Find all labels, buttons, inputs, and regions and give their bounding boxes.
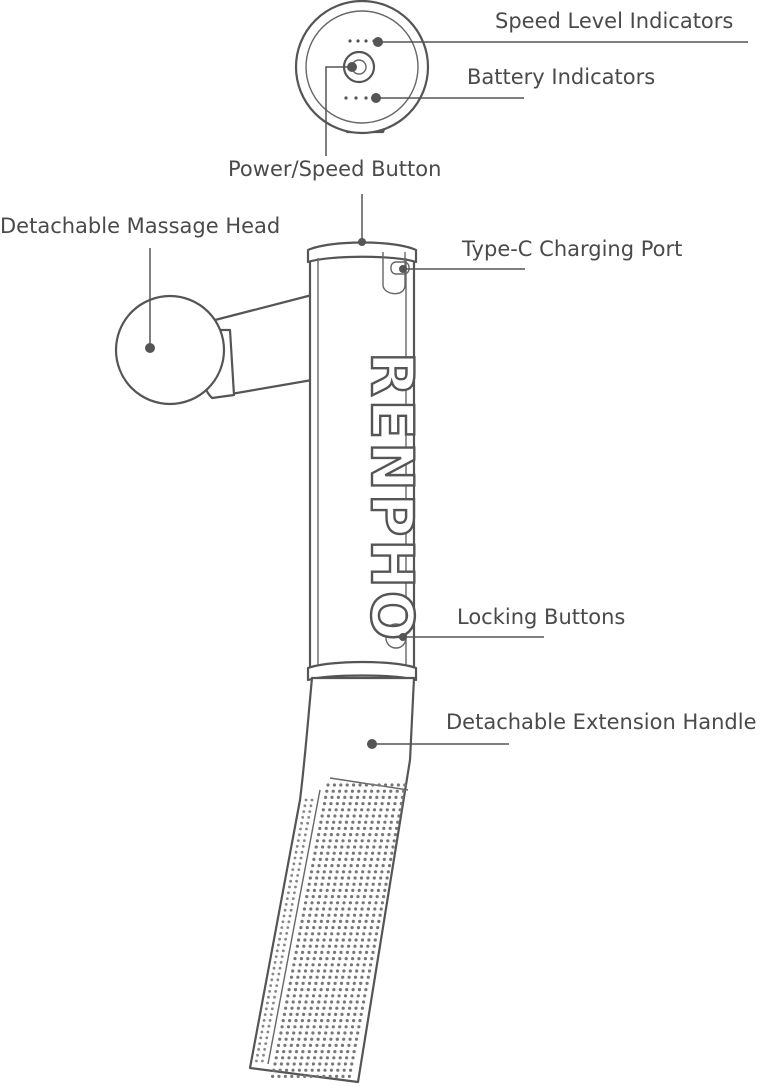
callout-detachable-massage-head: Detachable Massage Head [0, 214, 280, 353]
detachable-massage-head[interactable] [114, 293, 314, 406]
label-locking-buttons: Locking Buttons [457, 605, 625, 629]
main-body [306, 241, 418, 682]
handle-grille [271, 783, 407, 1078]
label-power-speed-button: Power/Speed Button [228, 157, 441, 181]
top-view-control-panel [294, 0, 430, 135]
label-detachable-massage-head: Detachable Massage Head [0, 214, 280, 238]
label-type-c-charging-port: Type-C Charging Port [461, 237, 682, 261]
callout-detachable-extension-handle: Detachable Extension Handle [367, 710, 757, 749]
detachable-extension-handle[interactable] [248, 676, 416, 1084]
handle-grille-side [255, 798, 314, 1063]
label-detachable-extension-handle: Detachable Extension Handle [446, 710, 757, 734]
callout-battery-indicators: Battery Indicators [371, 65, 655, 103]
callout-locking-buttons: Locking Buttons [399, 605, 625, 641]
callout-speed-level-indicators: Speed Level Indicators [373, 9, 748, 47]
label-speed-level-indicators: Speed Level Indicators [495, 9, 733, 33]
brand-logo: RENPHO [358, 352, 426, 643]
callout-power-speed-button: Power/Speed Button [228, 62, 441, 246]
battery-dots [344, 96, 368, 100]
label-battery-indicators: Battery Indicators [467, 65, 655, 89]
callout-type-c-charging-port: Type-C Charging Port [399, 237, 682, 273]
